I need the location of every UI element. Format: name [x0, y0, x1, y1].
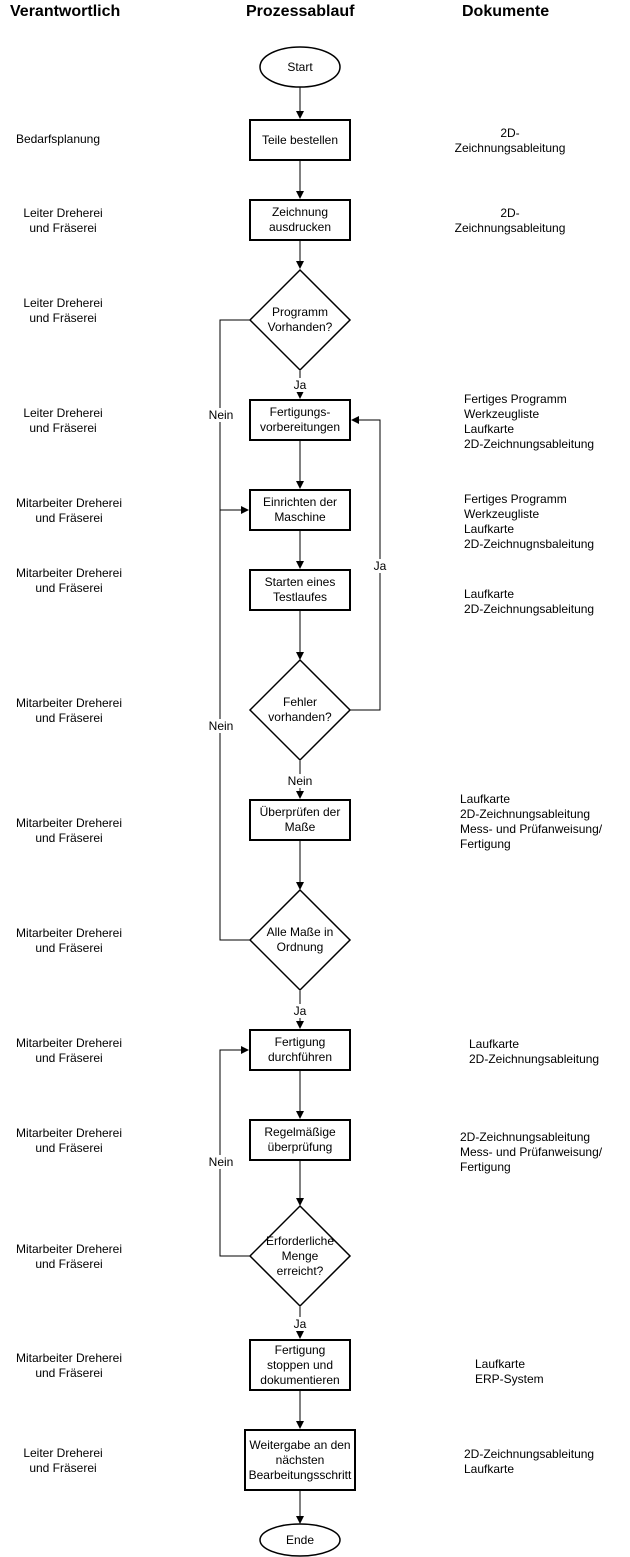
documents-starten-eines-testlaufes: Laufkarte 2D-Zeichnungsableitung	[464, 587, 595, 616]
process-step-fertigung-stoppen-und-dokumentieren	[249, 1339, 351, 1391]
edge-labels: Ja Nein Ja Nein Nein Ja Nein Ja	[206, 378, 390, 1331]
decision-erforderliche-menge-erreicht	[248, 1204, 352, 1308]
node-label-fehler-vorhanden: Fehler vorhanden?	[268, 695, 332, 724]
decision-fehler-vorhanden	[248, 658, 352, 762]
responsible-fertigung-stoppen-und-dokumentieren: Mitarbeiter Dreherei und Fräserei	[15, 1351, 123, 1380]
decision-programm-vorhanden	[248, 268, 352, 372]
flowchart-nodes	[244, 46, 356, 1557]
node-label-ende: Ende	[285, 1532, 315, 1547]
documents-fertigung-durchfuehren: Laufkarte 2D-Zeichnungsableitung	[469, 1037, 600, 1066]
edge-label-error-yes: Ja	[374, 559, 387, 573]
node-label-teile-bestellen: Teile bestellen	[261, 132, 339, 147]
column-header-responsible: Verantwortlich	[10, 3, 121, 20]
documents-teile-bestellen: 2D- Zeichnungsableitung	[454, 126, 566, 155]
responsible-teile-bestellen: Bedarfsplanung	[15, 132, 101, 146]
column-header-process: Prozessablauf	[246, 3, 355, 20]
responsible-ueberpruefen-der-masse: Mitarbeiter Dreherei und Fräserei	[15, 816, 123, 845]
process-step-teile-bestellen	[249, 119, 351, 161]
edge-label-error-no: Nein	[288, 774, 313, 788]
documents-regelmaessige-ueberpruefung: 2D-Zeichnungsableitung Mess- und Prüfanw…	[460, 1130, 603, 1174]
process-step-regelmaessige-ueberpruefung	[249, 1119, 351, 1161]
node-label-fertigung-durchfuehren: Fertigung durchführen	[267, 1035, 333, 1064]
process-step-fertigung-durchfuehren	[249, 1029, 351, 1071]
node-label-einrichten-der-maschine: Einrichten der Maschine	[262, 495, 338, 524]
responsible-alle-masse-in-ordnung: Mitarbeiter Dreherei und Fräserei	[15, 926, 123, 955]
node-label-start: Start	[287, 59, 313, 74]
documents-zeichnung-ausdrucken: 2D- Zeichnungsableitung	[454, 206, 566, 235]
edge-label-program-yes: Ja	[294, 378, 307, 392]
edge-measures-no	[219, 510, 250, 941]
node-label-weitergabe-an-den-naechsten-bearbeitungsschritt: Weitergabe an den nächsten Bearbeitungss…	[248, 1437, 352, 1482]
responsible-weitergabe-an-den-naechsten-bearbeitungsschritt: Leiter Dreherei und Fräserei	[23, 1446, 103, 1475]
responsible-regelmaessige-ueberpruefung: Mitarbeiter Dreherei und Fräserei	[15, 1126, 123, 1155]
edge-quantity-no	[219, 1046, 250, 1257]
responsible-einrichten-der-maschine: Mitarbeiter Dreherei und Fräserei	[15, 496, 123, 525]
decision-alle-masse-in-ordnung	[248, 888, 352, 992]
edge-label-quantity-no: Nein	[209, 1155, 234, 1169]
documents-fertigung-stoppen-und-dokumentieren: Laufkarte ERP-System	[475, 1357, 544, 1386]
process-step-starten-eines-testlaufes	[249, 569, 351, 611]
edge-label-quantity-yes: Ja	[294, 1317, 307, 1331]
process-step-fertigungs-vorbereitungen	[249, 399, 351, 441]
node-label-ueberpruefen-der-masse: Überprüfen der Maße	[259, 805, 341, 834]
node-label-fertigung-stoppen-und-dokumentieren: Fertigung stoppen und dokumentieren	[260, 1342, 340, 1387]
node-label-zeichnung-ausdrucken: Zeichnung ausdrucken	[268, 205, 332, 234]
edge-label-program-no: Nein	[209, 408, 234, 422]
edge-label-measures-no: Nein	[209, 719, 234, 733]
responsible-starten-eines-testlaufes: Mitarbeiter Dreherei und Fräserei	[15, 566, 123, 595]
responsible-fertigungs-vorbereitungen: Leiter Dreherei und Fräserei	[23, 406, 103, 435]
responsible-fehler-vorhanden: Mitarbeiter Dreherei und Fräserei	[15, 696, 123, 725]
documents-weitergabe-an-den-naechsten-bearbeitungsschritt: 2D-Zeichnungsableitung Laufkarte	[464, 1447, 595, 1476]
process-step-einrichten-der-maschine	[249, 489, 351, 531]
node-label-programm-vorhanden: Programm Vorhanden?	[267, 305, 333, 334]
process-step-ueberpruefen-der-masse	[249, 799, 351, 841]
responsible-fertigung-durchfuehren: Mitarbeiter Dreherei und Fräserei	[15, 1036, 123, 1065]
responsible-erforderliche-menge-erreicht: Mitarbeiter Dreherei und Fräserei	[15, 1242, 123, 1271]
node-label-regelmaessige-ueberpruefung: Regelmäßige überprüfung	[264, 1125, 336, 1154]
column-header-documents: Dokumente	[462, 3, 550, 20]
node-label-starten-eines-testlaufes: Starten eines Testlaufes	[264, 575, 336, 604]
terminal-ende	[259, 1523, 341, 1557]
terminal-start	[259, 46, 341, 88]
process-step-weitergabe-an-den-naechsten-bearbeitungsschritt	[244, 1429, 356, 1491]
responsible-zeichnung-ausdrucken: Leiter Dreherei und Fräserei	[23, 206, 103, 235]
responsible-programm-vorhanden: Leiter Dreherei und Fräserei	[23, 296, 103, 325]
documents-einrichten-der-maschine: Fertiges Programm Werkzeugliste Laufkart…	[464, 492, 595, 551]
process-step-zeichnung-ausdrucken	[249, 199, 351, 241]
node-label-alle-masse-in-ordnung: Alle Maße in Ordnung	[266, 925, 334, 954]
node-label-fertigungs-vorbereitungen: Fertigungs- vorbereitungen	[259, 405, 341, 434]
documents-fertigungs-vorbereitungen: Fertiges Programm Werkzeugliste Laufkart…	[464, 392, 595, 451]
edge-label-measures-yes: Ja	[294, 1004, 307, 1018]
node-label-erforderliche-menge-erreicht: Erforderliche Menge erreicht?	[265, 1233, 335, 1278]
documents-ueberpruefen-der-masse: Laufkarte 2D-Zeichnungsableitung Mess- u…	[460, 792, 603, 851]
